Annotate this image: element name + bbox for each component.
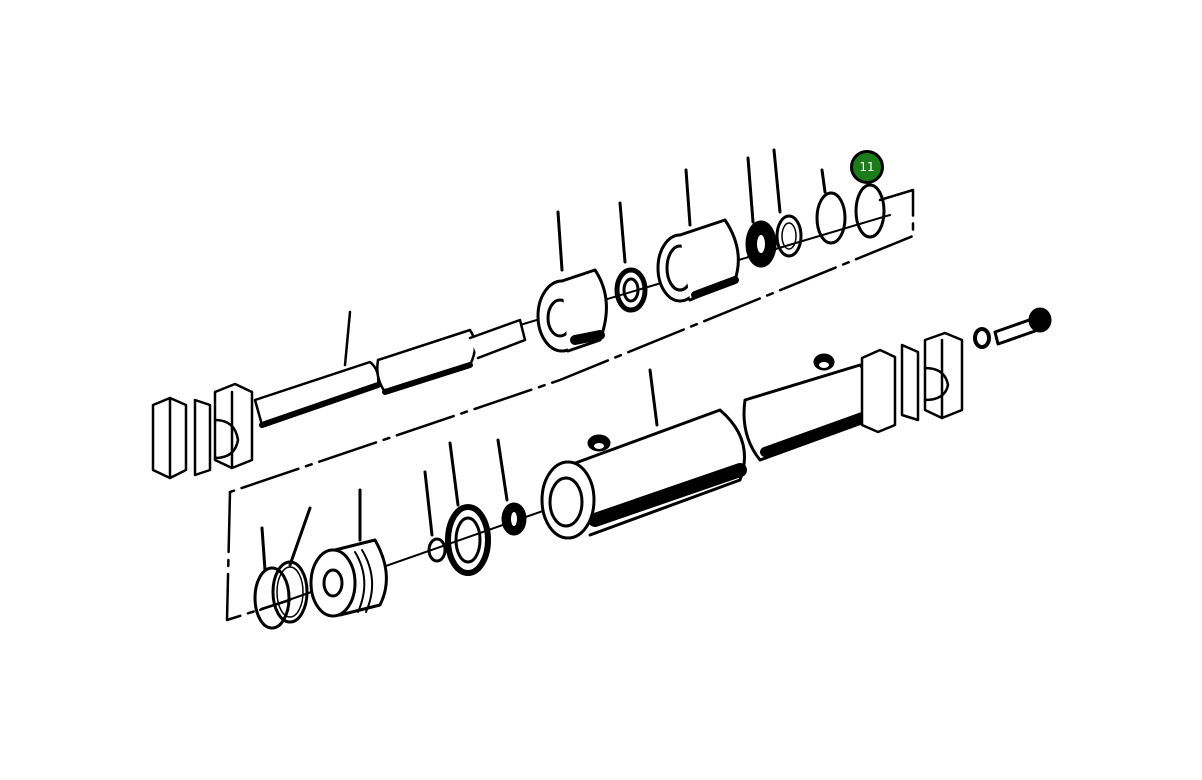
callout-badge-11[interactable]: 11 (850, 150, 884, 184)
upper-frame-line (228, 188, 915, 494)
piston-seal (445, 441, 491, 576)
right-clamp-block (860, 331, 964, 434)
o-ring-item-11 (854, 183, 886, 239)
piston-rod (253, 310, 527, 428)
o-ring (815, 168, 847, 245)
gland-bushing (656, 168, 740, 303)
small-o-ring (423, 470, 447, 563)
cylinder-base (742, 353, 875, 462)
gland-nut (536, 210, 608, 353)
rod-seal (745, 156, 777, 268)
left-clamp-block (151, 382, 254, 480)
backup-ring (772, 148, 803, 258)
cylinder-barrel (540, 368, 747, 540)
piston (309, 488, 388, 618)
bolt-and-washer (973, 307, 1052, 349)
wiper-seal (614, 201, 648, 313)
wear-ring (496, 438, 527, 536)
piston-rings (253, 506, 312, 630)
lower-frame-line (225, 490, 292, 622)
callout-label: 11 (859, 160, 875, 174)
